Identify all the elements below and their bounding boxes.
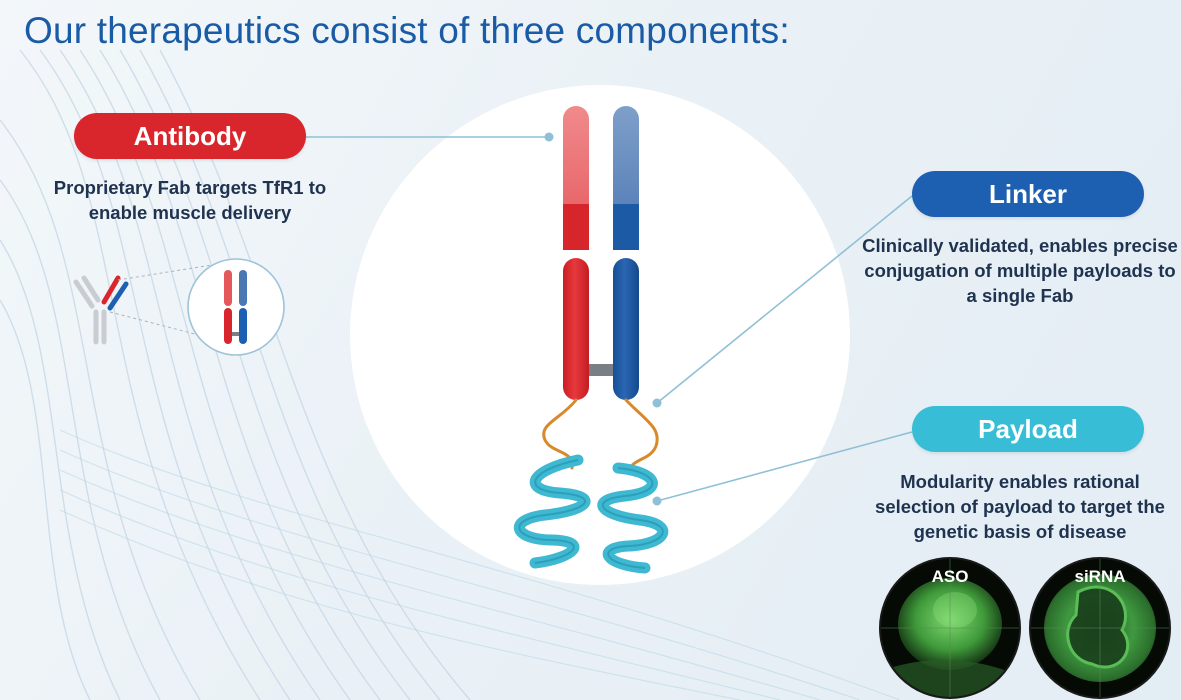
payload-description: Modularity enables rational selection of… — [875, 471, 1165, 542]
payload-connector — [656, 431, 913, 502]
aso-label: ASO — [932, 567, 969, 586]
connector-lines — [306, 136, 913, 502]
payload-helix-left-shade — [518, 459, 586, 564]
antibody-hinge — [589, 364, 613, 376]
antibody-red-chain — [563, 106, 589, 400]
small-antibody-icon — [73, 275, 129, 345]
antibody-pill: Antibody — [74, 113, 306, 159]
zoom-circle-chains — [224, 270, 247, 344]
page-title: Our therapeutics consist of three compon… — [24, 10, 790, 51]
antibody-description: Proprietary Fab targets TfR1 to enable m… — [53, 177, 327, 223]
payload-helix-right-shade — [601, 467, 664, 569]
payload-pill: Payload — [912, 406, 1144, 452]
sirna-label: siRNA — [1074, 567, 1125, 586]
linker-description: Clinically validated, enables precise co… — [862, 235, 1178, 306]
linker-strands — [542, 398, 659, 476]
linker-connector — [656, 195, 913, 404]
diagram-background-circle — [350, 85, 850, 585]
antibody-blue-chain — [613, 106, 639, 400]
payload-connector-dot — [652, 496, 662, 506]
aso-micrograph: ASO — [879, 557, 1021, 699]
sirna-micrograph: siRNA — [1029, 557, 1171, 699]
antibody-connector-dot — [544, 132, 554, 142]
linker-connector-dot — [652, 398, 662, 408]
linker-pill: Linker — [912, 171, 1144, 217]
zoom-circle — [187, 258, 285, 356]
